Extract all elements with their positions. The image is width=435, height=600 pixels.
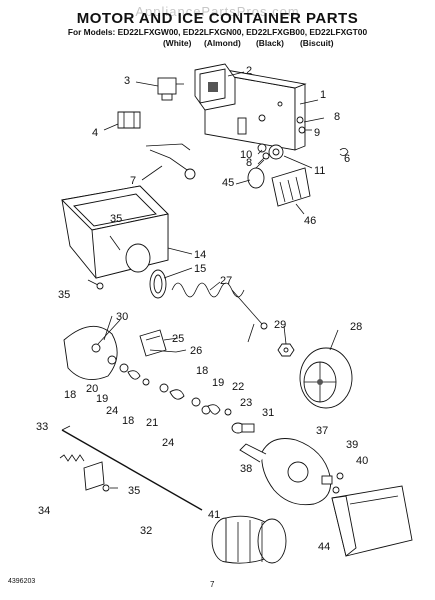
delivery-tube — [211, 515, 287, 564]
color-label-almond: (Almond) — [204, 38, 241, 48]
callout-15: 15 — [194, 263, 206, 275]
container-screw — [87, 279, 104, 290]
callout-labels: 1 2 3 4 6 7 8 8 9 10 11 14 15 18 18 18 1… — [36, 65, 368, 553]
model-list: For Models: ED22LFXGW00, ED22LFXGN00, ED… — [67, 27, 368, 37]
callout-8b: 8 — [246, 157, 252, 169]
callout-41: 41 — [208, 509, 220, 521]
callout-30: 30 — [116, 311, 128, 323]
callout-2: 2 — [246, 65, 252, 77]
callout-27: 27 — [220, 275, 232, 287]
chute-cover — [331, 485, 413, 557]
front-plate — [63, 325, 118, 381]
callout-18c: 18 — [122, 415, 134, 427]
callout-33: 33 — [36, 421, 48, 433]
callout-34: 34 — [38, 505, 50, 517]
callout-19a: 19 — [96, 393, 108, 405]
callout-18b: 18 — [196, 365, 208, 377]
page-title: MOTOR AND ICE CONTAINER PARTS — [76, 10, 359, 27]
callout-22: 22 — [232, 381, 244, 393]
support-rod — [61, 425, 203, 511]
lower-screw — [102, 484, 118, 492]
callout-39: 39 — [346, 439, 358, 451]
callout-14: 14 — [194, 249, 206, 261]
small-clip — [339, 148, 349, 156]
motor-housing — [239, 438, 333, 506]
grille-part — [271, 167, 311, 207]
callout-25: 25 — [172, 333, 184, 345]
crusher-blade — [139, 329, 167, 357]
callout-35b: 35 — [58, 289, 70, 301]
callout-29: 29 — [274, 319, 286, 331]
impeller — [299, 347, 353, 409]
callout-1: 1 — [320, 89, 326, 101]
tension-spring — [59, 454, 85, 462]
auger-spring — [171, 282, 268, 330]
callout-28: 28 — [350, 321, 362, 333]
callout-20: 20 — [86, 383, 98, 395]
color-label-biscuit: (Biscuit) — [300, 38, 334, 48]
bearing-ring — [149, 269, 167, 299]
ice-container — [61, 185, 169, 279]
callout-9: 9 — [314, 127, 320, 139]
callout-26: 26 — [190, 345, 202, 357]
fasteners — [332, 472, 344, 494]
callout-24b: 24 — [162, 437, 174, 449]
callout-45: 45 — [222, 177, 234, 189]
callout-3: 3 — [124, 75, 130, 87]
auger-motor — [194, 63, 236, 111]
callout-38: 38 — [240, 463, 252, 475]
callout-10: 10 — [240, 149, 252, 161]
callout-19b: 19 — [212, 377, 224, 389]
leader-lines — [97, 71, 339, 353]
switch-part — [157, 77, 184, 101]
callout-32: 32 — [140, 525, 152, 537]
callout-40: 40 — [356, 455, 368, 467]
callout-6: 6 — [344, 153, 350, 165]
callout-31: 31 — [262, 407, 274, 419]
lamp-part — [247, 159, 265, 189]
callout-35a: 35 — [110, 213, 122, 225]
callout-18a: 18 — [64, 389, 76, 401]
callout-24a: 24 — [106, 405, 118, 417]
page-number: 7 — [210, 580, 215, 589]
callout-46: 46 — [304, 215, 316, 227]
color-label-black: (Black) — [256, 38, 284, 48]
callout-35c: 35 — [128, 485, 140, 497]
callout-37: 37 — [316, 425, 328, 437]
callout-4: 4 — [92, 127, 98, 139]
callout-21: 21 — [146, 417, 158, 429]
callout-11: 11 — [314, 165, 325, 177]
callout-23: 23 — [240, 397, 252, 409]
coupler — [231, 422, 255, 434]
callout-44: 44 — [318, 541, 330, 553]
bracket-screws — [257, 116, 306, 160]
document-number: 4396203 — [8, 578, 36, 585]
washers-and-blades — [107, 355, 232, 416]
callout-8a: 8 — [334, 111, 340, 123]
shaft-pin — [149, 349, 177, 353]
watermark: AppliancePartsPros.com — [135, 4, 300, 19]
rod-bracket — [83, 461, 105, 491]
color-label-white: (White) — [163, 38, 192, 48]
clip-bracket — [117, 111, 141, 129]
actuator-part — [268, 144, 284, 160]
lever-arm — [145, 143, 196, 180]
nut — [277, 343, 295, 357]
callout-7: 7 — [130, 175, 136, 187]
